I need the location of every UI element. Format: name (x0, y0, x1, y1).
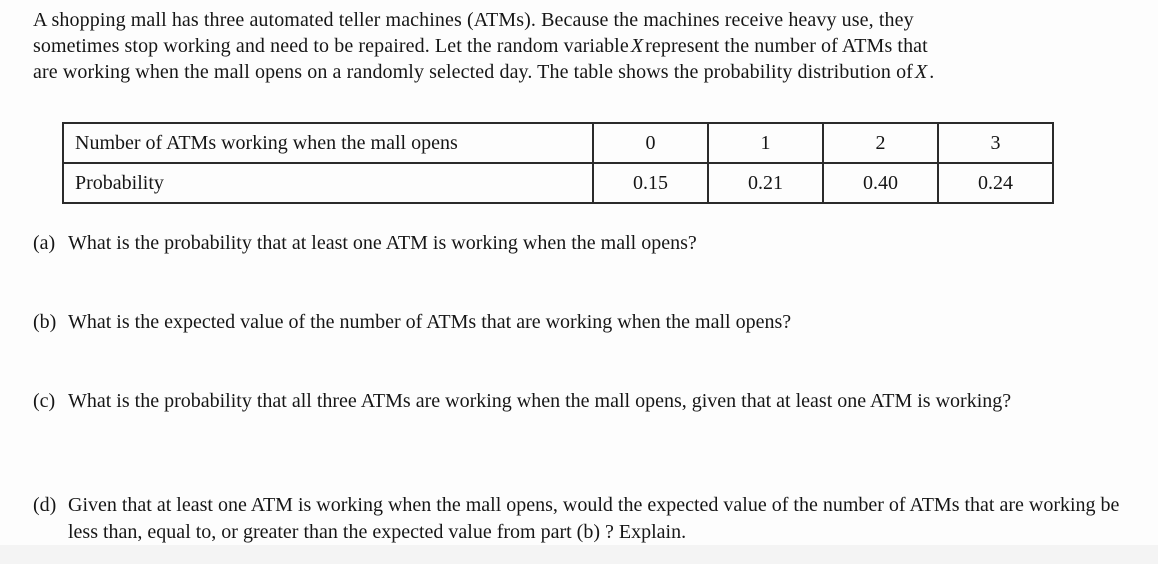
question-d-label: (d) (33, 494, 57, 516)
atm-count-cell: 2 (822, 122, 939, 164)
question-a-text: What is the probability that at least on… (68, 232, 697, 254)
question-b-label: (b) (33, 311, 57, 333)
row-label-probability: Probability (62, 162, 594, 204)
intro-line-1-text: A shopping mall has three automated tell… (33, 9, 914, 31)
table-row-atm-counts: Number of ATMs working when the mall ope… (62, 122, 1054, 164)
atm-count-cell: 1 (707, 122, 824, 164)
random-variable-x: X (630, 35, 644, 57)
intro-line-3-post: . (929, 61, 935, 83)
intro-line-1: A shopping mall has three automated tell… (33, 7, 1133, 33)
question-c-text: What is the probability that all three A… (68, 390, 1012, 412)
question-a-label: (a) (33, 232, 56, 254)
question-c-label: (c) (33, 390, 56, 412)
table-row-probabilities: Probability 0.15 0.21 0.40 0.24 (62, 162, 1054, 204)
question-d-text: Given that at least one ATM is working w… (68, 494, 1120, 543)
atm-count-cell: 0 (592, 122, 709, 164)
question-d: (d) Given that at least one ATM is worki… (33, 492, 1124, 546)
probability-cell: 0.24 (937, 162, 1054, 204)
question-c: (c) What is the probability that all thr… (33, 388, 1011, 415)
row-label-number-working: Number of ATMs working when the mall ope… (62, 122, 594, 164)
atm-count-cell: 3 (937, 122, 1054, 164)
probability-cell: 0.40 (822, 162, 939, 204)
bottom-edge-strip (0, 545, 1158, 564)
random-variable-x: X (914, 61, 928, 83)
probability-distribution-table: Number of ATMs working when the mall ope… (62, 122, 1054, 204)
probability-cell: 0.15 (592, 162, 709, 204)
intro-line-2-post: represent the number of ATMs that (645, 35, 928, 57)
intro-line-3: are working when the mall opens on a ran… (33, 59, 1133, 85)
intro-line-2: sometimes stop working and need to be re… (33, 33, 1133, 59)
intro-paragraph: A shopping mall has three automated tell… (33, 7, 1133, 85)
question-b-text: What is the expected value of the number… (68, 311, 792, 333)
intro-line-2-pre: sometimes stop working and need to be re… (33, 35, 629, 57)
intro-line-3-pre: are working when the mall opens on a ran… (33, 61, 913, 83)
question-b: (b) What is the expected value of the nu… (33, 309, 791, 336)
question-a: (a) What is the probability that at leas… (33, 230, 697, 257)
probability-cell: 0.21 (707, 162, 824, 204)
